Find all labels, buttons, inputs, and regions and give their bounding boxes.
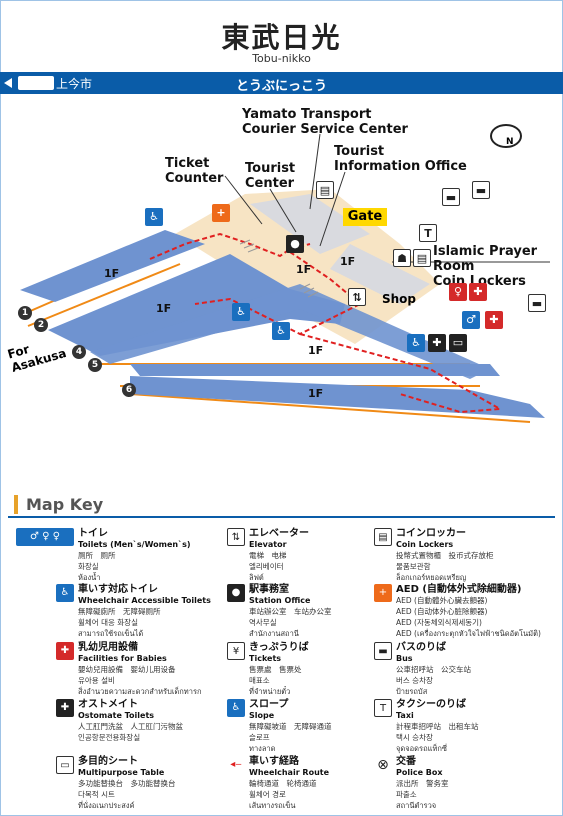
label-shop: Shop	[382, 292, 417, 306]
concourse-area	[175, 189, 440, 344]
key-bus: ▬ バスのりば Bus 公車招呼站 公交车站 버스 승차장 ป้ายรถบัส	[374, 642, 561, 697]
bus-icon: ▬	[472, 181, 490, 199]
stairs	[239, 239, 319, 298]
toilet-icon: ♂ ♀ ♀	[16, 528, 74, 546]
wheelchair-icon: ♿	[272, 322, 290, 340]
key-station-office: ● 駅事務室 Station Office 車站辦公室 车站办公室 역사무실 ส…	[227, 584, 409, 639]
track-number: 4	[72, 345, 86, 359]
toilet-icon: ♀	[449, 283, 467, 301]
ostomate-icon: ✚	[56, 699, 74, 717]
label-tourist-info: Tourist Information Office	[334, 144, 467, 174]
wheelchair-toilet-icon: ♿	[407, 334, 425, 352]
map-key-divider	[8, 516, 555, 518]
station-office-icon: ●	[227, 584, 245, 602]
coin-locker-icon: ▤	[413, 249, 431, 267]
bus-icon: ▬	[374, 642, 392, 660]
leader-lines	[224, 133, 550, 263]
station-name-roman: Tobu-nikko	[252, 52, 311, 65]
key-toilets: ♂ ♀ ♀ トイレ Toilets (Men`s/Women`s) 厕所 厕所 …	[16, 528, 238, 583]
floor-label: 1F	[308, 387, 324, 400]
key-police-box: ⊗ 交番 Police Box 派出所 警务室 파출소 สถานีตำรวจ	[374, 756, 561, 811]
wheelchair-route	[299, 333, 504, 414]
compass-north-label: N	[506, 137, 514, 147]
train-icon	[18, 76, 54, 90]
taxi-icon: T	[419, 224, 437, 242]
baby-facility-icon: ✚	[469, 283, 487, 301]
wheelchair-route	[194, 251, 362, 336]
bus-icon: ▬	[442, 188, 460, 206]
key-coin-lockers: ▤ コインロッカー Coin Lockers 投幣式置物櫃 投币式存放柜 물품보…	[374, 528, 561, 583]
wheelchair-route-icon: ◂‒	[227, 756, 245, 774]
key-elevator: ⇅ エレベーター Elevator 電梯 电梯 엘리베이터 ลิฟต์	[227, 528, 409, 583]
compass-icon	[490, 124, 522, 148]
platform	[48, 254, 345, 356]
station-building	[250, 194, 370, 254]
platform	[130, 364, 500, 376]
label-gate: Gate	[343, 208, 387, 226]
key-multipurpose: ▭ 多目的シート Multipurpose Table 多功能替換台 多功能替换…	[56, 756, 238, 811]
label-tourist-center: Tourist Center	[245, 161, 296, 191]
platform	[130, 376, 545, 418]
elevator-icon: ⇅	[348, 288, 366, 306]
platform	[20, 230, 205, 302]
key-wheelchair-toilets: ♿ 車いす対応トイレ Wheelchair Accessible Toilets…	[56, 584, 238, 639]
key-tickets: ¥ きっぷうりば Tickets 售票處 售票处 매표소 ที่จำหน่ายต…	[227, 642, 409, 697]
station-office-icon: ●	[286, 235, 304, 253]
floor-label: 1F	[156, 302, 172, 315]
slope-icon: ♿	[227, 699, 245, 717]
key-wheelchair-route: ◂‒ 車いす経路 Wheelchair Route 輪椅通道 轮椅通道 휠체어 …	[227, 756, 409, 811]
wheelchair-route	[149, 232, 311, 260]
label-ticket-counter: Ticket Counter	[165, 156, 224, 186]
track-number: 6	[122, 383, 136, 397]
track-number: 2	[34, 318, 48, 332]
baby-facility-icon: ✚	[485, 311, 503, 329]
station-name: 東武日光	[221, 21, 342, 54]
police-box-icon: ⊗	[374, 756, 392, 774]
baby-facility-icon: ✚	[56, 642, 74, 660]
station-map	[20, 133, 550, 423]
shop-area	[330, 244, 430, 304]
bus-icon: ▬	[528, 294, 546, 312]
floor-label: 1F	[308, 344, 324, 357]
aed-icon: +	[374, 584, 392, 602]
track-line	[27, 263, 181, 327]
track-number: 5	[88, 358, 102, 372]
prayer-icon: ☗	[393, 249, 411, 267]
aed-icon: +	[212, 204, 230, 222]
taxi-icon: T	[374, 699, 392, 717]
line-bar: 上今市 とうぶにっこう	[0, 72, 563, 94]
wheelchair-toilet-icon: ♿	[56, 584, 74, 602]
ostomate-icon: ✚	[428, 334, 446, 352]
map-key-title: Map Key	[14, 495, 103, 514]
coin-locker-icon: ▤	[374, 528, 392, 546]
multipurpose-table-icon: ▭	[449, 334, 467, 352]
key-ostomate: ✚ オストメイト Ostomate Toilets 人工肛門洗盆 人工肛门污物盆…	[56, 699, 238, 743]
floor-label: 1F	[340, 255, 356, 268]
key-slope: ♿ スロープ Slope 無障礙坡道 无障碍通道 슬로프 ทางลาด	[227, 699, 409, 754]
key-aed: + AED (自動体外式除細動器) AED (自動體外心臟去顫器) AED (自…	[374, 584, 561, 639]
direction-label: 上今市	[56, 77, 93, 91]
direction-arrow-icon	[4, 78, 12, 88]
ticket-icon: ¥	[227, 642, 245, 660]
floor-label: 1F	[296, 263, 312, 276]
coin-locker-icon: ▤	[316, 181, 334, 199]
label-yamato: Yamato Transport Courier Service Center	[242, 107, 408, 137]
track-line	[129, 393, 531, 423]
multipurpose-table-icon: ▭	[56, 756, 74, 774]
toilet-icon: ♂	[462, 311, 480, 329]
floor-label: 1F	[104, 267, 120, 280]
elevator-icon: ⇅	[227, 528, 245, 546]
key-baby-facilities: ✚ 乳幼児用設備 Facilities for Babies 嬰幼兒用設備 婴幼…	[56, 642, 238, 697]
slope-icon: ♿	[232, 303, 250, 321]
track-number: 1	[18, 306, 32, 320]
wheelchair-icon: ♿	[145, 208, 163, 226]
station-name-kana: とうぶにっこう	[235, 79, 327, 94]
key-taxi: T タクシーのりば Taxi 計程車招呼站 出租车站 택시 승차장 จุดจอด…	[374, 699, 561, 754]
